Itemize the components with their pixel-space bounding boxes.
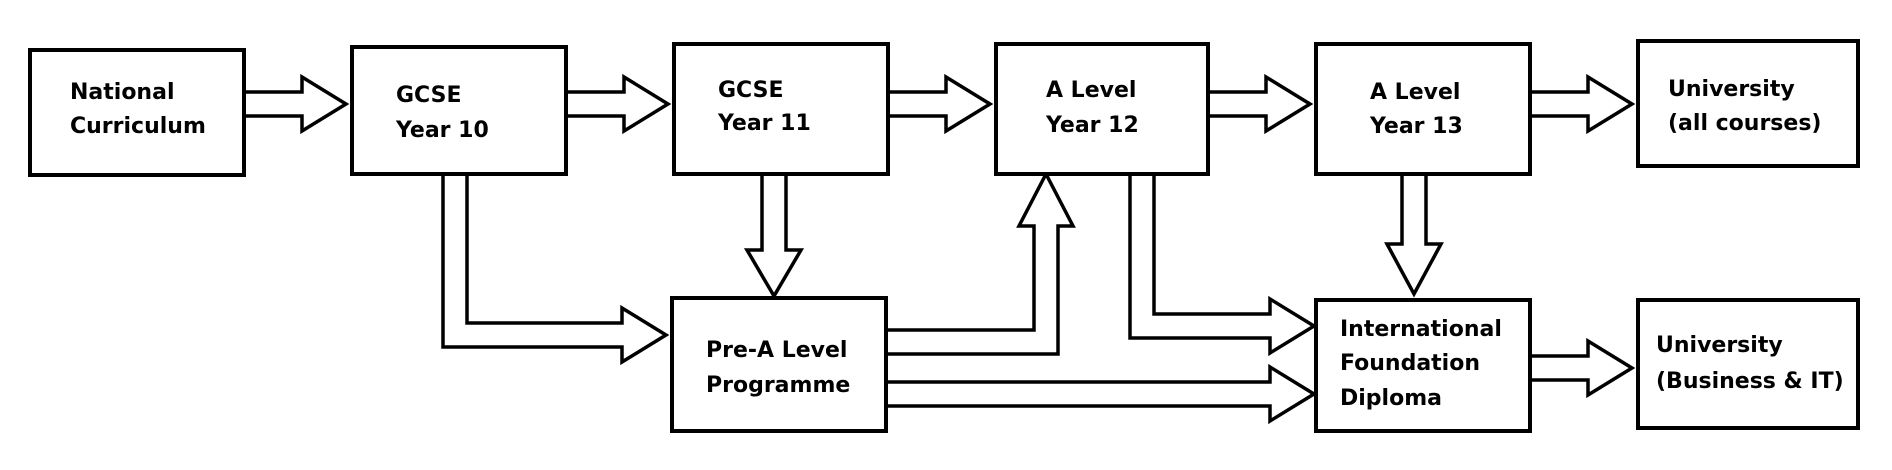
arrow-ifd-to-university-business <box>1528 337 1636 399</box>
arrow-gcse11-to-alevel12 <box>886 73 994 135</box>
node-label-line1: National <box>70 80 174 105</box>
node-label-line2: Programme <box>706 373 850 398</box>
node-label-line1: International <box>1340 317 1502 342</box>
node-label-line2: Year 12 <box>1045 113 1139 138</box>
node-national-curriculum: National Curriculum <box>28 48 246 177</box>
arrow-prealevel-to-ifd <box>884 363 1318 425</box>
arrow-alevel12-to-ifd <box>1128 172 1318 357</box>
node-label-line2: Year 11 <box>717 111 811 136</box>
node-label-line1: A Level <box>1046 78 1136 103</box>
node-label-line1: GCSE <box>396 83 461 108</box>
arrow-gcse10-to-gcse11 <box>564 73 672 135</box>
node-label-line2: Curriculum <box>70 114 206 139</box>
node-label-line1: A Level <box>1370 80 1460 105</box>
arrow-alevel12-to-alevel13 <box>1206 73 1314 135</box>
node-a-level-year-12: A Level Year 12 <box>994 42 1210 176</box>
node-university-business-it: University (Business & IT) <box>1636 298 1860 430</box>
node-label-line2: (all courses) <box>1668 111 1821 136</box>
arrow-prealevel-to-alevel12 <box>884 170 1076 356</box>
node-pre-a-level-programme: Pre-A Level Programme <box>670 296 888 433</box>
node-a-level-year-13: A Level Year 13 <box>1314 42 1532 176</box>
arrow-alevel13-to-ifd <box>1384 172 1444 298</box>
node-international-foundation-diploma: International Foundation Diploma <box>1314 298 1532 433</box>
node-label-line1: GCSE <box>718 78 783 103</box>
node-university-all-courses: University (all courses) <box>1636 39 1860 168</box>
arrow-gcse11-to-prealevel <box>743 172 805 300</box>
arrow-gcse10-to-prealevel <box>441 172 670 366</box>
node-label-line1: University <box>1656 333 1783 358</box>
node-label-line1: University <box>1668 77 1795 102</box>
node-label-line1: Pre-A Level <box>706 338 847 363</box>
arrow-alevel13-to-university-all <box>1528 73 1636 135</box>
node-label-line3: Diploma <box>1340 386 1442 411</box>
node-label-line2: Year 10 <box>395 118 489 143</box>
node-gcse-year-10: GCSE Year 10 <box>350 45 568 176</box>
node-label-line2: Year 13 <box>1369 114 1463 139</box>
node-label-line2: (Business & IT) <box>1656 369 1844 394</box>
node-label-line2: Foundation <box>1340 351 1480 376</box>
arrow-national-to-gcse10 <box>242 73 350 135</box>
node-gcse-year-11: GCSE Year 11 <box>672 42 890 176</box>
